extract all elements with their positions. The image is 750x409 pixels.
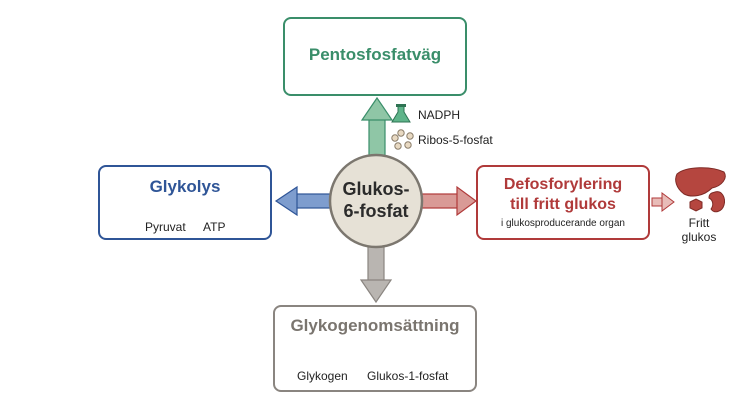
dephos-box: Defosforylering till fritt glukos i gluk… xyxy=(476,165,650,240)
arrow-to-glycolysis xyxy=(274,185,341,217)
arrow-to-free-glucose xyxy=(651,192,675,212)
hexagon-icon xyxy=(689,198,703,212)
pentose-product-ribose: Ribos-5-fosfat xyxy=(418,133,493,147)
flask-icon xyxy=(391,104,411,123)
dephos-title-line1: Defosforylering xyxy=(503,176,623,193)
pentose-title: Pentosfosfatväg xyxy=(308,45,442,64)
pentose-product-nadph: NADPH xyxy=(418,108,461,122)
free-glucose-label: Fritt glukos xyxy=(674,216,724,244)
liver-icon xyxy=(675,167,726,197)
glycolysis-title: Glykolys xyxy=(149,177,221,196)
glycolysis-product-pyruvate: Pyruvat xyxy=(145,220,186,234)
glycogen-title: Glykogenomsättning xyxy=(290,316,460,335)
glycogen-product-glycogen: Glykogen xyxy=(297,369,348,383)
free-glucose-line1: Fritt xyxy=(688,216,710,230)
center-line2: 6-fosfat xyxy=(343,201,409,221)
center-label: Glukos- 6-fosfat xyxy=(330,178,422,222)
glycolysis-box: Glykolys xyxy=(98,165,272,240)
dephos-subtitle: i glukosproducerande organ xyxy=(501,218,625,229)
pentose-box: Pentosfosfatväg xyxy=(283,17,467,96)
glycogen-product-g1p: Glukos-1-fosfat xyxy=(367,369,449,383)
arrow-to-dephos xyxy=(414,185,478,217)
free-glucose-line2: glukos xyxy=(681,230,717,244)
arrow-to-glycogen xyxy=(359,243,393,304)
ribose-ring-icon xyxy=(391,129,414,150)
dephos-title-line2: till fritt glukos xyxy=(510,196,616,213)
center-line1: Glukos- xyxy=(342,179,410,199)
center-node xyxy=(328,153,424,249)
kidney-icon xyxy=(708,191,725,213)
glycolysis-product-atp: ATP xyxy=(203,220,226,234)
glycogen-box: Glykogenomsättning xyxy=(273,305,477,392)
